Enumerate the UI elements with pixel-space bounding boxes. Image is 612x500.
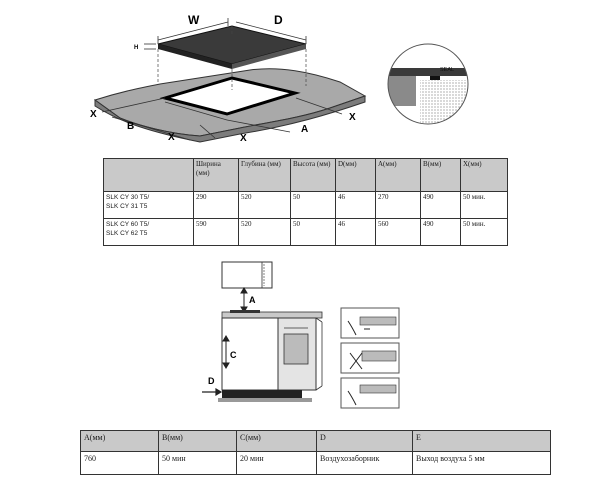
label-b: B <box>127 121 134 132</box>
label-d-side: D <box>208 376 215 386</box>
table-cell: 50 мин. <box>460 218 508 246</box>
plinth <box>222 390 302 398</box>
table-row: SLK CY 60 T5/ SLK CY 62 T5 590 520 50 46… <box>103 218 508 246</box>
vent-details <box>340 307 400 409</box>
header-cell: C(мм) <box>236 430 317 452</box>
header-cell: Глубина (мм) <box>238 158 291 192</box>
header-cell: E <box>412 430 551 452</box>
table-cell: 560 <box>375 218 421 246</box>
dimension-a <box>240 287 248 313</box>
label-a: A <box>301 124 308 135</box>
table-cell: 490 <box>420 191 461 219</box>
upper-cabinet <box>221 261 273 289</box>
table-cell: Воздухозаборник <box>316 451 413 475</box>
width-dimension <box>157 18 229 44</box>
header-cell: Высота (мм) <box>290 158 336 192</box>
header-cell: Ширина (мм) <box>193 158 239 192</box>
cooktop-glass <box>157 25 307 69</box>
table-cell: 290 <box>193 191 239 219</box>
projection-lines <box>157 26 307 90</box>
seal-detail: SEAL <box>387 43 469 125</box>
model-cell: SLK CY 60 T5/ SLK CY 62 T5 <box>103 218 194 246</box>
model-line: SLK CY 31 T5 <box>106 203 148 210</box>
header-cell: A(мм) <box>375 158 421 192</box>
header-cell <box>103 158 194 192</box>
label-seal: SEAL <box>440 67 454 73</box>
table-cell: 490 <box>420 218 461 246</box>
table-cell: 50 мин. <box>460 191 508 219</box>
countertop-slab <box>93 68 367 143</box>
vent-detail-3 <box>340 377 400 409</box>
table-cell: 50 мин <box>158 451 237 475</box>
model-line: SLK CY 30 T5/ <box>106 194 150 201</box>
label-a-side: A <box>249 295 256 305</box>
height-dimension <box>144 43 156 50</box>
installation-table-header: A(мм) B(мм) C(мм) D E <box>80 430 551 452</box>
cooktop-cutout-diagram: W D H X B X X A X <box>90 13 367 143</box>
cutout-dimensions <box>101 97 343 141</box>
header-cell: B(мм) <box>158 430 237 452</box>
header-cell: D <box>316 430 413 452</box>
dimensions-table: Ширина (мм) Глубина (мм) Высота (мм) D(м… <box>103 158 508 246</box>
table-row: SLK CY 30 T5/ SLK CY 31 T5 290 520 50 46… <box>103 191 508 219</box>
table-cell: 46 <box>335 191 376 219</box>
model-line: SLK CY 60 T5/ <box>106 221 150 228</box>
label-x-left: X <box>90 109 97 120</box>
table-cell: 20 мин <box>236 451 317 475</box>
table-cell: 270 <box>375 191 421 219</box>
table-cell: 520 <box>238 218 291 246</box>
label-d: D <box>274 13 283 27</box>
dimension-c <box>222 335 230 369</box>
table-cell: 46 <box>335 218 376 246</box>
label-x-bottom: X <box>168 132 175 143</box>
depth-dimension <box>235 21 307 44</box>
table-row: 760 50 мин 20 мин Воздухозаборник Выход … <box>80 451 551 475</box>
header-cell: X(мм) <box>460 158 508 192</box>
label-w: W <box>188 13 200 27</box>
table-cell: 590 <box>193 218 239 246</box>
header-cell: D(мм) <box>335 158 376 192</box>
table-cell: Выход воздуха 5 мм <box>412 451 551 475</box>
dimension-d <box>202 387 223 397</box>
label-c-side: C <box>230 350 237 360</box>
table-cell: 50 <box>290 218 336 246</box>
label-h: H <box>134 45 138 51</box>
header-cell: B(мм) <box>420 158 461 192</box>
label-x-center: X <box>240 133 247 143</box>
model-cell: SLK CY 30 T5/ SLK CY 31 T5 <box>103 191 194 219</box>
label-x-right: X <box>349 112 356 123</box>
cabinet-section-diagram: A B E C D <box>202 261 323 402</box>
header-cell: A(мм) <box>80 430 159 452</box>
model-line: SLK CY 62 T5 <box>106 230 148 237</box>
table-cell: 520 <box>238 191 291 219</box>
table-cell: 50 <box>290 191 336 219</box>
installation-table: A(мм) B(мм) C(мм) D E 760 50 мин 20 мин … <box>80 430 551 475</box>
dimensions-table-header: Ширина (мм) Глубина (мм) Высота (мм) D(м… <box>103 158 508 192</box>
table-cell: 760 <box>80 451 159 475</box>
vent-detail-1 <box>340 307 400 339</box>
vent-detail-2 <box>340 342 400 374</box>
base-cabinet <box>221 317 279 391</box>
